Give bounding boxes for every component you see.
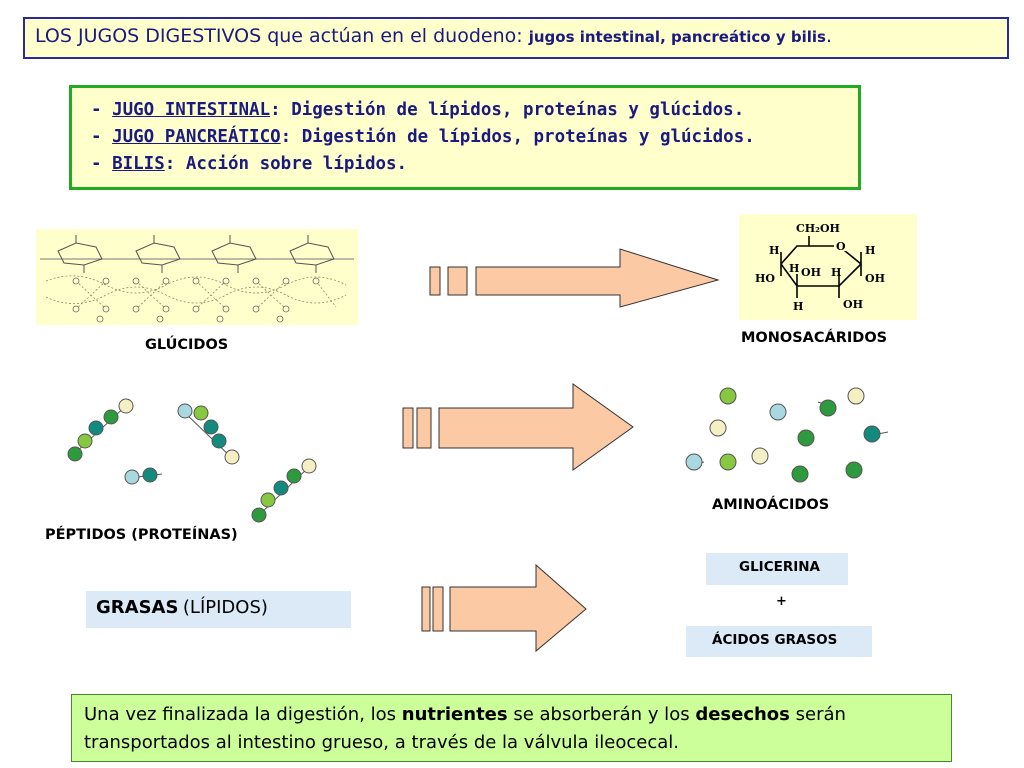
polysaccharide-image <box>36 229 358 325</box>
nutrientes-word: nutrientes <box>401 704 508 725</box>
title-end-text: . <box>825 25 832 47</box>
juice-bullet: - <box>91 154 113 174</box>
glucose-ring-o: O <box>836 240 846 253</box>
juice-desc-pancreatic: : Digestión de lípidos, proteínas y glúc… <box>280 127 755 147</box>
conclusion-box: Una vez finalizada la digestión, los nut… <box>71 694 952 762</box>
polysaccharide-structure-icon <box>40 235 354 323</box>
glucose-oh-1: OH <box>865 272 885 285</box>
peptidos-label: PÉPTIDOS (PROTEÍNAS) <box>45 527 238 543</box>
juice-name-intestinal: JUGO INTESTINAL <box>112 100 271 120</box>
conclusion-line-2: transportados al intestino grueso, a tra… <box>84 732 680 753</box>
glucose-ho: HO <box>755 272 775 285</box>
title-main-text: LOS JUGOS DIGESTIVOS que actúan en el du… <box>35 25 529 47</box>
digestion-arrow-icon <box>421 563 587 653</box>
juice-desc-intestinal: : Digestión de lípidos, proteínas y glúc… <box>270 100 745 120</box>
glucose-h-5: H <box>793 300 803 313</box>
juice-name-bile: BILIS <box>112 154 165 174</box>
digestion-arrow-icon <box>402 383 634 471</box>
monosacaridos-label: MONOSACÁRIDOS <box>741 330 888 346</box>
glucose-h-2: H <box>865 244 875 257</box>
digestive-juices-box: - JUGO INTESTINAL: Digestión de lípidos,… <box>69 85 861 190</box>
grasas-box: GRASAS (LÍPIDOS) <box>86 591 351 628</box>
conclusion-text: se absorberán y los <box>507 704 696 725</box>
desechos-word: desechos <box>695 704 790 725</box>
plus-sign: + <box>776 594 787 609</box>
glucose-h-3: H <box>789 262 799 275</box>
juice-bullet: - <box>91 127 113 147</box>
glucose-oh-2: OH <box>801 266 821 279</box>
glucidos-label: GLÚCIDOS <box>145 337 229 353</box>
glucose-ch2oh: CH₂OH <box>796 222 840 235</box>
glucose-h-4: H <box>831 266 841 279</box>
aminoacidos-label: AMINOÁCIDOS <box>712 497 830 513</box>
grasas-label: GRASAS <box>96 597 179 618</box>
digestion-arrow-icon <box>429 248 720 308</box>
title-sub-text: jugos intestinal, pancreático y bilis <box>528 28 826 46</box>
juice-bullet: - <box>91 100 113 120</box>
monosaccharide-image: CH₂OH O H HO H OH H OH H H OH <box>739 214 917 320</box>
glucose-h-1: H <box>769 244 779 257</box>
juice-line-pancreatic: - JUGO PANCREÁTICO: Digestión de lípidos… <box>91 124 858 151</box>
acidos-grasos-box: ÁCIDOS GRASOS <box>686 626 872 657</box>
glucose-structure-icon: CH₂OH O H HO H OH H OH H H OH <box>755 222 885 313</box>
amino-acids-icon <box>685 387 889 483</box>
conclusion-line-1: Una vez finalizada la digestión, los nut… <box>84 701 951 729</box>
peptide-chains-icon <box>67 398 317 523</box>
juice-line-intestinal: - JUGO INTESTINAL: Digestión de lípidos,… <box>91 97 858 124</box>
juice-line-bile: - BILIS: Acción sobre lípidos. <box>91 151 858 178</box>
conclusion-text: serán <box>789 704 846 725</box>
juice-name-pancreatic: JUGO PANCREÁTICO <box>112 127 281 147</box>
glicerina-box: GLICERINA <box>706 553 848 585</box>
glucose-oh-3: OH <box>843 298 863 311</box>
lipidos-label: (LÍPIDOS) <box>182 597 268 618</box>
conclusion-text: Una vez finalizada la digestión, los <box>84 704 402 725</box>
title-banner: LOS JUGOS DIGESTIVOS que actúan en el du… <box>23 17 1009 59</box>
juice-desc-bile: : Acción sobre lípidos. <box>164 154 408 174</box>
